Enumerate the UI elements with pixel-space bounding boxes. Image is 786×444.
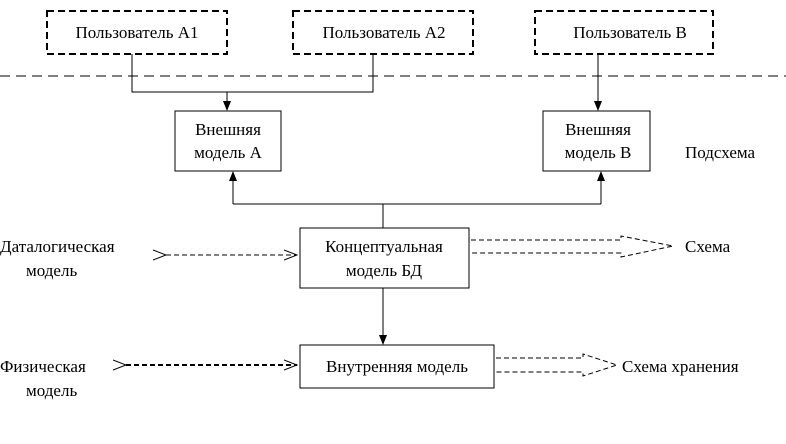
storage-schema-arrow — [496, 353, 619, 377]
user-a1-label: Пользователь А1 — [75, 23, 198, 42]
user-a2-box — [292, 10, 474, 55]
subschema-label: Подсхема — [685, 143, 756, 162]
user-b-label: Пользователь В — [573, 23, 687, 42]
datalogical-label-line2: модель — [26, 261, 77, 280]
external-model-b-line2: модель В — [565, 143, 632, 162]
external-model-a-line2: модель А — [194, 143, 262, 162]
physical-label-line2: модель — [26, 381, 77, 400]
external-model-b-box — [542, 110, 651, 172]
user-a1-box — [46, 10, 228, 55]
conceptual-model-line1: Концептуальная — [325, 237, 443, 256]
storage-schema-label: Схема хранения — [622, 357, 739, 376]
connector-users-a — [131, 54, 374, 93]
user-a2-label: Пользователь А2 — [322, 23, 445, 42]
user-b-box — [534, 10, 714, 55]
conceptual-model-box — [299, 227, 470, 289]
internal-model-box — [299, 344, 495, 389]
schema-label: Схема — [685, 237, 731, 256]
external-model-a-line1: Внешняя — [195, 120, 261, 139]
datalogical-label-line1: Даталогическая — [0, 237, 115, 256]
internal-model-label: Внутренняя модель — [326, 357, 468, 376]
schema-arrow — [471, 235, 674, 258]
physical-label-line1: Физическая — [0, 357, 86, 376]
external-model-a-box — [174, 110, 282, 172]
external-model-b-line1: Внешняя — [565, 120, 631, 139]
conceptual-model-line2: модель БД — [346, 261, 423, 280]
